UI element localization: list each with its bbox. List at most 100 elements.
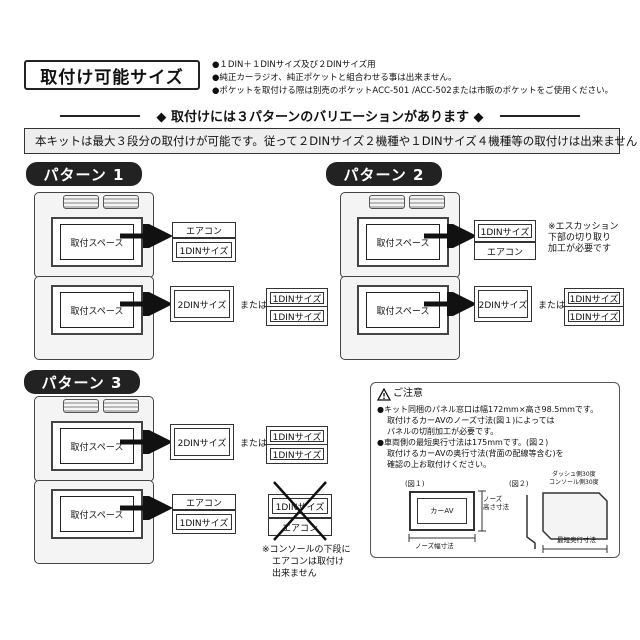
- install-frame: 取付スペース: [357, 285, 449, 335]
- arrow-icon: [424, 292, 477, 316]
- unit-1din-label: 1DINサイズ: [270, 448, 324, 461]
- unit-aircon: エアコン: [172, 494, 236, 510]
- unit-1din-label: 1DINサイズ: [478, 224, 532, 238]
- fig1-label: (図１): [405, 480, 425, 488]
- console-note-line: エアコンは取付け: [272, 557, 345, 567]
- pattern-2-label: パターン 2: [326, 162, 442, 186]
- arrow-icon: [120, 496, 173, 520]
- unit-1din: 1DINサイズ: [172, 238, 236, 262]
- fig1-height-line: ノーズ: [483, 495, 503, 503]
- warning-icon: [377, 388, 391, 401]
- info-band: 本キットは最大３段分の取付けが可能です。従って２DINサイズ２機種や１DINサイ…: [24, 128, 637, 154]
- or-text: または: [538, 301, 566, 311]
- air-vent-icon: [103, 195, 139, 209]
- unit-2din-label: 2DINサイズ: [174, 428, 230, 456]
- pattern-1-lower-dashboard: 取付スペース: [34, 276, 154, 360]
- console-note: ※コンソールの下段に エアコンは取付け 出来ません: [262, 544, 351, 580]
- pattern-3-label: パターン 3: [24, 370, 140, 394]
- arrow-icon: [120, 224, 173, 248]
- caution-line: 取付けるカーAVの奥行寸法(背面の配線等含む)を: [387, 449, 564, 458]
- install-frame: 取付スペース: [51, 217, 143, 267]
- unit-aircon-crossed: エアコン: [268, 518, 332, 536]
- section-heading: ◆ 取付けには３パターンのバリエーションがあります ◆: [0, 106, 640, 125]
- width-dimension-icon: [408, 534, 476, 542]
- unit-2din: 2DINサイズ: [170, 286, 234, 322]
- or-text: または: [240, 439, 268, 449]
- caution-box: ご注意 ●キット同梱のパネル窓口は幅172mm×高さ98.5mmです。 取付ける…: [370, 382, 620, 558]
- unit-2din-label: 2DINサイズ: [174, 290, 230, 318]
- note-3: ●ポケットを取付ける際は別売のポケットACC-501 /ACC-502または市販…: [212, 86, 614, 96]
- fig2-angle-line: ダッシュ側30度: [552, 471, 596, 478]
- heading-rule-right: [500, 115, 580, 117]
- install-frame: 取付スペース: [51, 421, 143, 471]
- unit-1din: 1DINサイズ: [172, 510, 236, 534]
- unit-1din-crossed: 1DINサイズ: [268, 494, 332, 518]
- unit-aircon: エアコン: [474, 242, 536, 260]
- or-text: または: [240, 301, 268, 311]
- pattern-1-label: パターン 1: [26, 162, 142, 186]
- unit-2din: 2DINサイズ: [170, 424, 234, 460]
- unit-1din: 1DINサイズ: [474, 220, 536, 242]
- arrow-icon: [120, 430, 173, 454]
- caution-line: ●キット同梱のパネル窓口は幅172mm×高さ98.5mmです。: [377, 405, 599, 414]
- air-vent-icon: [369, 195, 405, 209]
- unit-2din: 2DINサイズ: [474, 286, 532, 322]
- install-frame: 取付スペース: [357, 217, 449, 267]
- air-vent-icon: [409, 195, 445, 209]
- unit-aircon: エアコン: [172, 222, 236, 238]
- install-space-label: 取付スペース: [366, 224, 440, 260]
- pattern-3-lower-dashboard: 取付スペース: [34, 480, 154, 564]
- fig1-car-av: カーAV: [417, 498, 467, 524]
- unit-1din: 1DINサイズ: [266, 306, 328, 326]
- unit-1din: 1DINサイズ: [266, 444, 328, 464]
- fig2-angle-label: ダッシュ側30度 コンソール側30度: [549, 471, 599, 486]
- unit-1din-label: 1DINサイズ: [270, 292, 324, 305]
- air-vent-icon: [63, 399, 99, 413]
- escutcheon-note: ※エスカッション 下部の切り取り 加工が必要です: [548, 222, 619, 255]
- unit-1din-label: 1DINサイズ: [176, 242, 232, 258]
- fig1-height-label: ノーズ 高さ寸法: [483, 495, 509, 511]
- install-space-label: 取付スペース: [60, 224, 134, 260]
- air-vent-icon: [103, 399, 139, 413]
- unit-1din-label: 1DINサイズ: [270, 430, 324, 443]
- install-frame: 取付スペース: [51, 285, 143, 335]
- fig2-depth-diagram: [526, 492, 608, 553]
- unit-1din-label: 1DINサイズ: [176, 514, 232, 530]
- escutcheon-note-line: 下部の切り取り: [548, 233, 612, 243]
- install-frame: 取付スペース: [51, 489, 143, 539]
- unit-1din: 1DINサイズ: [266, 426, 328, 446]
- fig1-nose-outline: カーAV: [409, 491, 475, 531]
- prohibited-cross-icon: [273, 481, 327, 541]
- unit-1din-label: 1DINサイズ: [568, 292, 620, 305]
- fig1-height-line: 高さ寸法: [483, 503, 509, 511]
- height-dimension-icon: [478, 490, 486, 532]
- heading-rule-left: [60, 115, 140, 117]
- install-space-label: 取付スペース: [60, 428, 134, 464]
- heading-text: ◆ 取付けには３パターンのバリエーションがあります ◆: [156, 110, 484, 125]
- arrow-icon: [424, 224, 477, 248]
- unit-2din-label: 2DINサイズ: [478, 290, 528, 318]
- escutcheon-note-line: 加工が必要です: [548, 244, 612, 254]
- caution-line: ●車両側の最短奥行寸法は175mmです。(図２): [377, 438, 549, 447]
- caution-line: 確認の上お取付けください。: [387, 460, 491, 469]
- air-vent-icon: [63, 195, 99, 209]
- fig1-width-label: ノーズ幅寸法: [415, 542, 454, 550]
- arrow-icon: [120, 292, 173, 316]
- install-space-label: 取付スペース: [60, 292, 134, 328]
- unit-1din: 1DINサイズ: [266, 288, 328, 308]
- fig2-label: (図２): [509, 480, 529, 488]
- install-space-label: 取付スペース: [366, 292, 440, 328]
- unit-1din: 1DINサイズ: [564, 288, 624, 308]
- unit-1din-label: 1DINサイズ: [568, 310, 620, 323]
- pattern-2-lower-dashboard: 取付スペース: [340, 276, 460, 360]
- console-note-line: 出来ません: [272, 569, 317, 579]
- escutcheon-note-line: ※エスカッション: [548, 222, 619, 232]
- pattern-2-upper-dashboard: 取付スペース: [340, 192, 460, 278]
- fig2-angle-line: コンソール側30度: [549, 478, 599, 486]
- unit-1din-label: 1DINサイズ: [272, 498, 328, 514]
- caution-line: パネルの切削加工が必要です。: [387, 427, 499, 436]
- note-1: ●１DIN＋１DINサイズ及び２DINサイズ用: [212, 60, 376, 70]
- note-2: ●純正カーラジオ、純正ポケットと組合わせる事は出来ません。: [212, 73, 457, 83]
- caution-line: 取付けるカーAVのノーズ寸法(図１)によっては: [387, 416, 555, 425]
- page-title: 取付け可能サイズ: [24, 60, 200, 90]
